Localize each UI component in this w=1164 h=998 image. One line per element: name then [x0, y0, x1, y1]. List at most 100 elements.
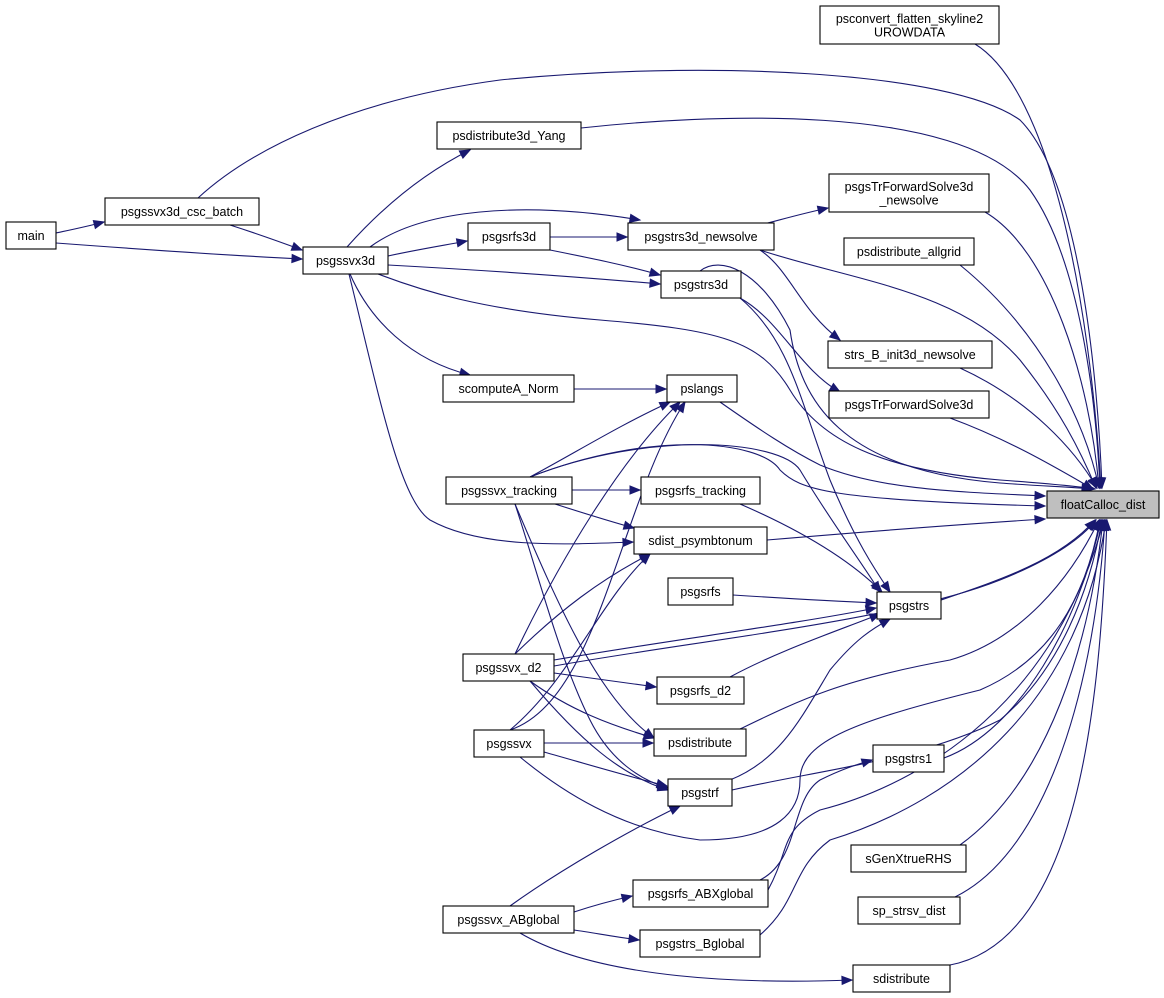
- node-psgsTrForwardSolve3d[interactable]: psgsTrForwardSolve3d: [828, 390, 990, 419]
- node-box[interactable]: [843, 237, 975, 266]
- node-psgstrs1[interactable]: psgstrs1: [872, 744, 945, 773]
- node-psgssvx3d[interactable]: psgssvx3d: [302, 246, 389, 275]
- node-sdist_psymbtonum[interactable]: sdist_psymbtonum: [633, 526, 768, 555]
- edge-psconvert-to-floatCalloc_dist: [974, 43, 1106, 490]
- node-box[interactable]: [828, 173, 990, 213]
- edge-line: [554, 503, 635, 529]
- node-psgstrf[interactable]: psgstrf: [667, 778, 733, 807]
- edge-line: [732, 594, 877, 604]
- edge-line: [349, 273, 471, 376]
- edge-psgssvx_d2-to-psgstrs: [553, 605, 878, 661]
- node-box[interactable]: [639, 929, 761, 958]
- node-psgssvx_ABglobal[interactable]: psgssvx_ABglobal: [442, 905, 575, 934]
- node-box[interactable]: [1046, 490, 1160, 519]
- arrowhead-icon: [622, 520, 636, 530]
- node-box[interactable]: [627, 222, 775, 251]
- node-psgstrs3d[interactable]: psgstrs3d: [660, 270, 742, 299]
- edge-main-to-psgssvx3d: [55, 242, 304, 264]
- node-psgssvx3d_csc_batch[interactable]: psgssvx3d_csc_batch: [104, 197, 260, 226]
- node-box[interactable]: [828, 390, 990, 419]
- node-label: psgsrfs_ABXglobal: [648, 887, 754, 901]
- node-psgstrs3d_newsolve[interactable]: psgstrs3d_newsolve: [627, 222, 775, 251]
- node-floatCalloc_dist[interactable]: floatCalloc_dist: [1046, 490, 1160, 519]
- node-psgsrfs[interactable]: psgsrfs: [667, 577, 734, 606]
- node-box[interactable]: [876, 591, 942, 620]
- arrowhead-icon: [455, 238, 469, 248]
- node-psgssvx_d2[interactable]: psgssvx_d2: [462, 653, 555, 682]
- edge-line: [949, 519, 1108, 966]
- node-box[interactable]: [666, 374, 738, 403]
- node-box[interactable]: [872, 744, 945, 773]
- node-box[interactable]: [462, 653, 555, 682]
- node-psgsTrForwardSolve3d_newsolve[interactable]: psgsTrForwardSolve3d_newsolve: [828, 173, 990, 213]
- edge-psgssvx_tracking-to-sdist_psymbtonum: [554, 503, 636, 530]
- node-psgssvx[interactable]: psgssvx: [473, 729, 545, 758]
- node-psdistribute_allgrid[interactable]: psdistribute_allgrid: [843, 237, 975, 266]
- node-scomputeA_Norm[interactable]: scomputeA_Norm: [442, 374, 575, 403]
- node-label: psgssvx: [486, 737, 532, 751]
- edge-line: [959, 367, 1098, 489]
- edge-line: [766, 518, 1046, 541]
- node-box[interactable]: [442, 374, 575, 403]
- node-strs_B_init3d_newsolve[interactable]: strs_B_init3d_newsolve: [827, 340, 993, 369]
- node-psdistribute3d_Yang[interactable]: psdistribute3d_Yang: [436, 121, 582, 150]
- arrowhead-icon: [655, 384, 668, 394]
- node-box[interactable]: [5, 221, 57, 250]
- node-sdistribute[interactable]: sdistribute: [852, 964, 951, 993]
- edge-psgssvx3d-to-psgsrfs3d: [387, 238, 469, 257]
- edge-psgstrs3d_newsolve-to-psgsTrForwardSolve3d_newsolve: [759, 205, 830, 226]
- node-label: psgsrfs3d: [482, 230, 536, 244]
- node-box[interactable]: [667, 577, 734, 606]
- node-pslangs[interactable]: pslangs: [666, 374, 738, 403]
- edge-line: [387, 264, 661, 285]
- node-psdistribute[interactable]: psdistribute: [653, 728, 747, 757]
- node-box[interactable]: [436, 121, 582, 150]
- node-psgssvx_tracking[interactable]: psgssvx_tracking: [445, 476, 573, 505]
- node-psgsrfs_d2[interactable]: psgsrfs_d2: [656, 676, 745, 705]
- node-sp_strsv_dist[interactable]: sp_strsv_dist: [857, 896, 961, 925]
- node-label: psconvert_flatten_skyline2: [836, 12, 983, 26]
- node-sGenXtrueRHS[interactable]: sGenXtrueRHS: [850, 844, 967, 873]
- node-psgstrs[interactable]: psgstrs: [876, 591, 942, 620]
- edge-line: [759, 207, 829, 226]
- node-box[interactable]: [819, 5, 1000, 45]
- node-box[interactable]: [632, 879, 769, 908]
- edge-psgsrfs-to-psgstrs: [732, 594, 878, 608]
- node-box[interactable]: [302, 246, 389, 275]
- edge-psgssvx_ABglobal-to-sdistribute: [519, 932, 854, 986]
- edge-line: [544, 248, 661, 276]
- node-box[interactable]: [660, 270, 742, 299]
- node-psgstrs_Bglobal[interactable]: psgstrs_Bglobal: [639, 929, 761, 958]
- node-box[interactable]: [857, 896, 961, 925]
- node-psgsrfs_tracking[interactable]: psgsrfs_tracking: [640, 476, 761, 505]
- node-box[interactable]: [656, 676, 745, 705]
- node-box[interactable]: [667, 778, 733, 807]
- node-box[interactable]: [445, 476, 573, 505]
- node-box[interactable]: [473, 729, 545, 758]
- edge-psgsTrForwardSolve3d_newsolve-to-floatCalloc_dist: [984, 211, 1103, 490]
- node-box[interactable]: [827, 340, 993, 369]
- edge-psgssvx_d2-to-psdistribute: [529, 680, 656, 740]
- edge-line: [514, 401, 681, 655]
- edge-psgsrfs3d-to-psgstrs3d: [544, 248, 662, 277]
- node-label: psgssvx3d: [316, 254, 375, 268]
- node-box[interactable]: [852, 964, 951, 993]
- arrowhead-icon: [628, 213, 642, 223]
- node-main[interactable]: main: [5, 221, 57, 250]
- node-box[interactable]: [633, 526, 768, 555]
- node-box[interactable]: [653, 728, 747, 757]
- arrowhead-icon: [649, 278, 662, 288]
- edge-line: [529, 680, 669, 791]
- node-psgsrfs_ABXglobal[interactable]: psgsrfs_ABXglobal: [632, 879, 769, 908]
- node-label: psdistribute3d_Yang: [452, 129, 565, 143]
- node-box[interactable]: [442, 905, 575, 934]
- node-box[interactable]: [104, 197, 260, 226]
- node-box[interactable]: [640, 476, 761, 505]
- node-box[interactable]: [850, 844, 967, 873]
- node-label: psgsTrForwardSolve3d: [845, 180, 974, 194]
- edge-line: [553, 607, 877, 661]
- node-psgsrfs3d[interactable]: psgsrfs3d: [467, 222, 551, 251]
- node-box[interactable]: [467, 222, 551, 251]
- edge-psgssvx_ABglobal-to-psgsrfs_ABXglobal: [573, 893, 634, 913]
